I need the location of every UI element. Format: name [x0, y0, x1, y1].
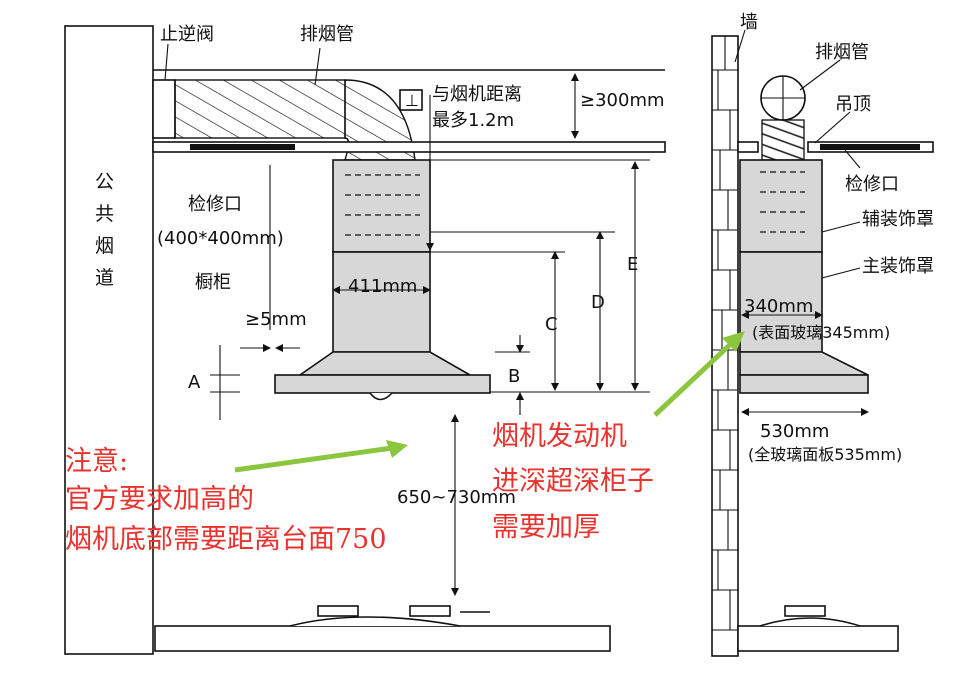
hood-body-right	[739, 351, 869, 376]
note2-line3: 需要加厚	[492, 512, 600, 543]
dim-c-label: C	[545, 314, 558, 335]
public-flue-char-3: 烟	[95, 235, 114, 257]
public-flue-char-1: 公	[95, 171, 114, 193]
aux-cover-label: 辅装饰罩	[862, 209, 934, 230]
exhaust-pipe-label: 排烟管	[300, 24, 354, 45]
main-cover-right	[739, 251, 823, 353]
hood-distance-label-1: 与烟机距离	[432, 84, 522, 105]
width-530-label: 530mm	[760, 421, 829, 442]
ceiling-slab	[152, 141, 666, 153]
countertop-right	[737, 625, 899, 652]
hood-body-left	[297, 351, 473, 376]
dim-d-label: D	[591, 292, 605, 313]
note1-line3: 烟机底部需要距离台面750	[65, 524, 387, 555]
download-glyph: ⊥	[405, 91, 419, 110]
distance-box-icon	[399, 89, 423, 111]
exhaust-pipe-label-right: 排烟管	[815, 42, 869, 63]
countertop-left	[154, 625, 611, 652]
main-cover-left	[332, 251, 431, 353]
ceiling-label: 吊顶	[835, 94, 871, 115]
horizontal-duct	[174, 79, 346, 139]
width-411-label: 411mm	[348, 276, 417, 297]
public-flue-char-4: 道	[95, 267, 114, 289]
width-345-label: (表面玻璃345mm)	[752, 323, 890, 342]
width-535-label: (全玻璃面板535mm)	[748, 445, 902, 464]
access-port-size-label: (400*400mm)	[157, 228, 284, 249]
note2-line1: 烟机发动机	[492, 421, 627, 452]
check-valve-label: 止逆阀	[160, 24, 214, 45]
hood-distance-label-2: 最多1.2m	[432, 110, 514, 131]
access-port-label: 检修口	[188, 194, 242, 215]
aux-cover-right	[739, 159, 823, 253]
access-port-slot	[190, 144, 295, 150]
gap-5mm-label: ≥5mm	[245, 309, 307, 330]
public-flue-char-2: 共	[95, 203, 114, 225]
wall-label: 墙	[740, 12, 758, 33]
note-arrow-1	[234, 445, 393, 473]
note1-line1: 注意:	[65, 446, 128, 477]
width-340-label: 340mm	[744, 296, 813, 317]
hood-panel-right	[739, 374, 869, 394]
check-valve-box	[152, 79, 176, 139]
access-port-label-right: 检修口	[845, 174, 899, 195]
height-range-label: 650~730mm	[397, 487, 516, 508]
note-arrow-2	[653, 338, 737, 417]
public-flue-wall	[64, 25, 154, 655]
dim-b-label: B	[508, 366, 520, 387]
ceiling-gap-label: ≥300mm	[580, 90, 665, 111]
brick-lines	[712, 36, 738, 631]
main-cover-label: 主装饰罩	[862, 256, 934, 277]
note1-line2: 官方要求加高的	[65, 484, 254, 515]
aux-cover-left	[332, 159, 431, 253]
note2-line2: 进深超深柜子	[492, 466, 654, 497]
dim-e-label: E	[627, 254, 638, 275]
cabinet-label: 橱柜	[195, 272, 231, 293]
dim-a-label: A	[188, 372, 201, 393]
hood-panel-left	[274, 374, 491, 394]
